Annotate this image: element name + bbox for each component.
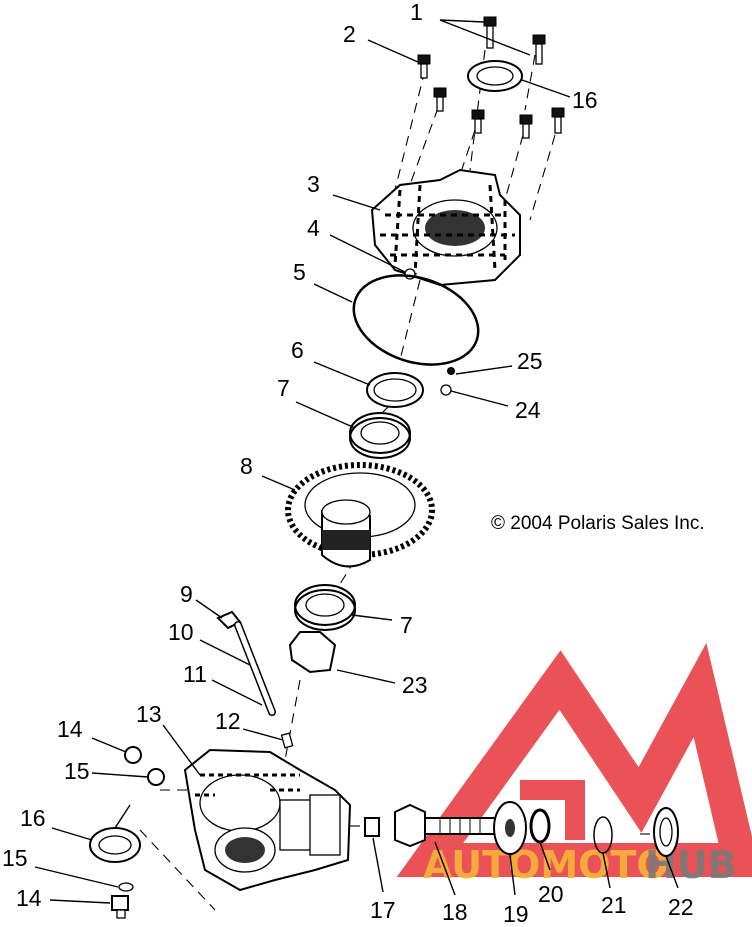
callout-10: 10 — [168, 619, 194, 645]
callout-4: 4 — [307, 215, 320, 241]
callout-24: 24 — [515, 397, 541, 423]
seal-part-22 — [653, 807, 679, 857]
callout-25: 25 — [517, 348, 543, 374]
main-housing-part-13 — [183, 748, 352, 892]
snap-ring-part-20 — [529, 808, 551, 844]
callout-12: 12 — [215, 708, 241, 734]
callout-22: 22 — [668, 894, 694, 920]
watermark-logo — [396, 642, 752, 877]
callout-16-bottom: 16 — [20, 805, 46, 831]
seal-part-16-bottom — [89, 827, 141, 863]
washer-part-15-bottom — [118, 882, 134, 892]
callout-1: 1 — [410, 0, 423, 25]
callout-18: 18 — [442, 899, 468, 925]
callout-2: 2 — [343, 21, 356, 47]
bolt-part-1b — [532, 34, 546, 65]
drain-plug-part-14-bottom — [111, 895, 129, 919]
washer-part-15 — [147, 768, 165, 786]
copyright-notice: © 2004 Polaris Sales Inc. — [491, 513, 705, 534]
seal-part-16-top — [467, 60, 523, 92]
callout-23: 23 — [402, 672, 428, 698]
callout-11: 11 — [183, 661, 207, 687]
bolt-part-2 — [417, 54, 431, 79]
o-ring-part-5 — [352, 274, 480, 366]
callout-14-top: 14 — [57, 716, 83, 742]
callout-19: 19 — [503, 901, 529, 927]
seal-part-19 — [493, 801, 527, 855]
pin-part-12 — [280, 732, 294, 749]
bolt-part-2c — [471, 109, 485, 134]
callout-21: 21 — [601, 892, 627, 918]
housing-cover-part-3 — [370, 168, 521, 287]
callout-8: 8 — [240, 453, 253, 479]
watermark-word-1: AUTOMOTO — [423, 843, 669, 887]
bushing-part-17 — [364, 817, 380, 837]
callout-15-top: 15 — [64, 758, 90, 784]
callout-9: 9 — [180, 581, 193, 607]
callout-7-top: 7 — [277, 375, 290, 401]
gasket-part-23 — [288, 631, 337, 674]
bolt-part-2b — [433, 87, 447, 112]
callout-13: 13 — [136, 701, 162, 727]
callout-7-bottom: 7 — [400, 612, 413, 638]
ring-gear-part-8 — [285, 462, 435, 568]
small-ball-part-25 — [447, 367, 455, 375]
nut-part-14 — [124, 746, 142, 764]
callout-14-bottom: 14 — [16, 885, 42, 911]
callout-6: 6 — [291, 337, 304, 363]
bearing-part-7-top — [349, 412, 411, 459]
small-washer-part-24 — [440, 384, 452, 396]
callout-3: 3 — [307, 171, 320, 197]
callout-17: 17 — [370, 897, 396, 923]
bolt-part-2e — [551, 107, 565, 134]
pinion-shaft-part-18 — [394, 803, 496, 848]
shim-part-6 — [366, 372, 424, 408]
callout-15-bottom: 15 — [2, 845, 28, 871]
callout-5: 5 — [293, 259, 306, 285]
bearing-part-7-bottom — [294, 584, 356, 631]
callout-20: 20 — [538, 881, 564, 907]
leader-lines — [34, 19, 679, 904]
bolt-part-2d — [519, 114, 533, 139]
callout-16-top: 16 — [572, 87, 598, 113]
bolt-part-1a — [483, 16, 497, 49]
